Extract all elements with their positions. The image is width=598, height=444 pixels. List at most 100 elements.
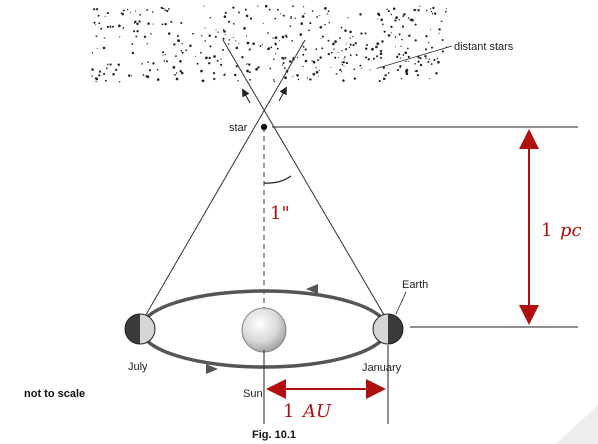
distant-star — [327, 10, 330, 13]
distant-star — [257, 66, 260, 69]
distant-star — [257, 5, 259, 7]
distant-star — [332, 43, 334, 46]
distant-star — [349, 54, 352, 57]
distant-star — [348, 46, 351, 49]
distant-star — [192, 32, 194, 35]
distant-star — [359, 13, 362, 16]
distant-star — [220, 58, 222, 60]
distant-stars-field — [91, 4, 448, 83]
distant-star — [342, 61, 345, 64]
distant-star — [237, 11, 240, 13]
distant-star — [107, 63, 109, 66]
distant-star — [167, 8, 170, 10]
distant-star — [424, 48, 428, 51]
distant-star — [147, 22, 150, 25]
distant-star — [306, 77, 309, 79]
distant-star — [304, 48, 307, 51]
au-number: 1 — [283, 401, 294, 422]
distant-star — [383, 30, 386, 33]
distant-star — [436, 57, 439, 60]
distant-star — [200, 51, 202, 54]
distant-star — [321, 47, 324, 50]
distant-star — [98, 22, 101, 25]
distant-star — [272, 37, 274, 39]
distant-star — [111, 25, 114, 28]
distant-star — [127, 74, 131, 77]
distant-star — [235, 46, 239, 50]
star-label: star — [229, 122, 248, 134]
distant-star — [381, 23, 384, 26]
distant-star — [425, 57, 427, 60]
distant-star — [233, 73, 237, 77]
distant-star — [246, 63, 248, 65]
au-unit: AU — [301, 401, 332, 422]
earth-january — [372, 313, 404, 345]
distant-star — [216, 59, 219, 62]
distant-star — [245, 35, 248, 37]
distant-star — [267, 47, 270, 51]
distant-star — [313, 62, 315, 64]
distant-star — [232, 37, 234, 39]
distant-star — [365, 56, 368, 59]
distant-star — [296, 73, 299, 77]
distant-star — [419, 5, 421, 7]
distant-star — [166, 10, 169, 13]
distant-star — [376, 42, 380, 46]
distant-star — [255, 67, 258, 71]
distant-star — [223, 30, 226, 33]
distant-star — [289, 60, 292, 63]
distant-star — [228, 20, 231, 23]
distant-star — [396, 55, 399, 58]
distant-star — [222, 29, 225, 31]
distant-star — [416, 74, 420, 77]
distant-star — [95, 80, 97, 83]
distant-star — [281, 64, 283, 66]
sun — [241, 307, 287, 353]
distant-star — [408, 61, 410, 62]
distant-star — [214, 35, 217, 37]
distant-star — [241, 56, 244, 59]
distant-star — [430, 46, 434, 49]
distant-star — [281, 35, 285, 39]
distant-star — [303, 53, 305, 55]
distant-star — [431, 12, 434, 15]
distant-star — [419, 63, 423, 67]
distant-star — [243, 27, 246, 30]
distant-star — [335, 73, 337, 75]
distant-star — [267, 32, 269, 34]
distant-star — [376, 67, 378, 69]
distant-star — [95, 24, 97, 26]
distant-star — [282, 62, 285, 65]
distant-star — [405, 72, 409, 75]
distant-star — [104, 15, 106, 17]
distant-star — [98, 70, 102, 73]
distant-star — [321, 35, 324, 38]
distant-star — [274, 17, 277, 20]
distant-star — [148, 69, 152, 72]
distant-star — [341, 63, 344, 66]
distant-star — [398, 53, 401, 56]
distant-stars-leader — [377, 45, 453, 69]
distant-star — [402, 15, 405, 18]
distant-star — [319, 14, 321, 17]
distant-star — [131, 51, 134, 55]
distant-star — [106, 25, 109, 29]
distant-star — [245, 14, 249, 18]
distant-star — [228, 39, 230, 41]
distant-star — [337, 57, 339, 59]
distant-star — [396, 69, 400, 72]
distant-star — [428, 41, 430, 44]
distant-star — [91, 75, 93, 77]
distant-star — [315, 67, 317, 69]
distant-star — [302, 65, 304, 68]
distant-star — [364, 32, 367, 35]
distant-star — [441, 39, 444, 41]
distant-star — [142, 74, 145, 76]
sightline-arrow-right — [278, 86, 287, 102]
distant-star — [103, 37, 106, 39]
distant-star — [415, 69, 418, 73]
distant-star — [215, 29, 217, 31]
distant-star — [119, 36, 121, 38]
distant-star — [96, 48, 98, 50]
distant-star — [437, 60, 440, 64]
